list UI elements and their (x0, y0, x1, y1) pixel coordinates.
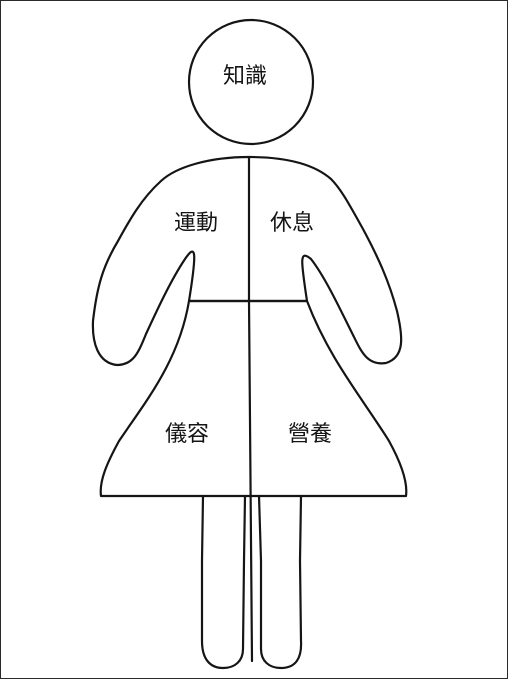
upper-body-outline (91, 155, 403, 367)
label-appearance: 儀容 (165, 422, 209, 447)
label-rest: 休息 (270, 211, 314, 236)
lower-center-divider (247, 299, 254, 663)
head (187, 18, 315, 146)
left-leg (200, 494, 247, 670)
label-knowledge: 知識 (223, 64, 267, 89)
label-exercise: 運動 (174, 211, 218, 236)
right-leg (257, 494, 303, 670)
skirt-outline (99, 299, 408, 498)
label-nutrition: 營養 (288, 422, 332, 447)
